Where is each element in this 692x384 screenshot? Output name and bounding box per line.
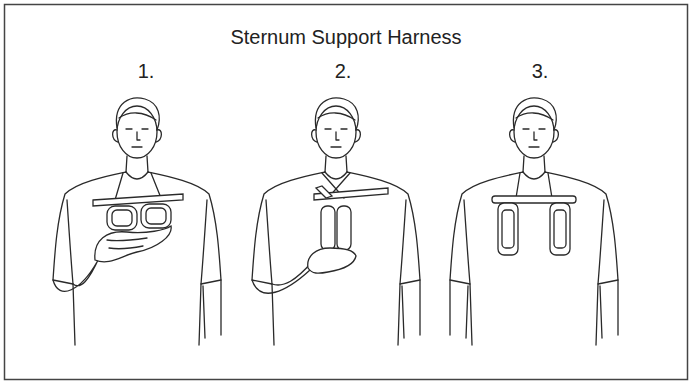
figure-step-3-part xyxy=(498,203,518,255)
figure-step-3-part xyxy=(554,210,566,248)
step-number: 3. xyxy=(532,60,549,83)
figure-step-2-part xyxy=(252,98,420,345)
figure-step-1 xyxy=(53,98,221,345)
figure-step-2-part xyxy=(321,206,335,250)
figure-step-3-part xyxy=(492,196,576,203)
figure-step-1-part xyxy=(93,194,183,206)
figure-step-3-part xyxy=(450,280,468,338)
figure-step-2-part xyxy=(337,206,351,250)
figure-step-1-part xyxy=(146,208,166,224)
figure-step-1-part xyxy=(112,210,132,226)
figure-step-3 xyxy=(450,98,618,345)
figure-step-3-part xyxy=(502,210,514,248)
figure-step-1-part xyxy=(107,238,147,249)
figure-step-1-part xyxy=(95,226,171,262)
figure-step-2-part xyxy=(308,248,356,273)
figure-step-3-part xyxy=(600,280,618,338)
figure-step-1-part xyxy=(53,98,221,345)
figure-step-3-part xyxy=(550,203,570,255)
figure-step-1-part xyxy=(53,258,99,291)
diagram-title: Sternum Support Harness xyxy=(230,26,461,49)
figure-step-1-part xyxy=(203,280,221,338)
frame-border xyxy=(5,5,688,380)
figure-step-3-part xyxy=(450,98,618,345)
figure-step-3-part xyxy=(516,173,552,198)
figure-step-2-part xyxy=(252,262,312,293)
figure-step-2-part xyxy=(402,280,420,338)
figure-step-2 xyxy=(252,98,420,345)
step-number: 1. xyxy=(138,60,155,83)
figure-step-2-part xyxy=(316,186,332,198)
figure-step-1-part xyxy=(107,206,137,230)
step-number: 2. xyxy=(335,60,352,83)
figure-step-1-part xyxy=(141,204,171,228)
